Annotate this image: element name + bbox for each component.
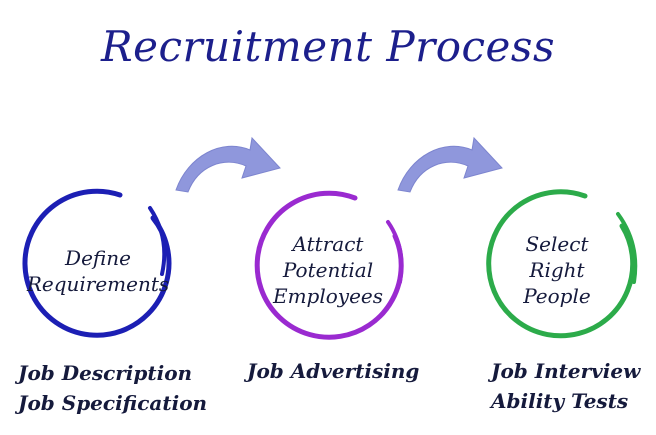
curved-arrow-1-icon: [175, 136, 281, 193]
diagram-title: Recruitment Process: [100, 22, 555, 71]
step-3-label-line-1: Select: [525, 232, 589, 256]
step-2-detail-1: Job Advertising: [247, 359, 420, 383]
step-1-label-line-2: Requirements: [26, 272, 170, 296]
step-2-label-line-2: Potential: [282, 258, 374, 282]
step-3-ring: [486, 189, 638, 339]
step-3-label-line-3: People: [523, 284, 591, 308]
step-2-label-line-3: Employees: [272, 284, 384, 308]
step-3-detail-1: Job Interview: [491, 359, 641, 383]
step-2-label: Attract Potential Employees: [243, 231, 413, 309]
step-1-label-line-1: Define: [65, 246, 131, 270]
step-1-detail-2: Job Specification: [18, 391, 208, 415]
step-2-label-line-1: Attract: [292, 232, 364, 256]
step-1-ring: [22, 188, 172, 338]
step-3-label: Select Right People: [472, 231, 642, 309]
step-2-ring: [254, 190, 404, 340]
step-3-detail-2: Ability Tests: [491, 389, 629, 413]
curved-arrow-2-icon: [397, 136, 503, 193]
step-1-detail-1: Job Description: [18, 361, 193, 385]
step-2-details: Job Advertising: [247, 356, 419, 386]
step-1-label: Define Requirements: [13, 245, 183, 297]
step-3-label-line-2: Right: [529, 258, 585, 282]
step-3-details: Job Interview Ability Tests: [491, 356, 640, 416]
step-1-details: Job Description Job Specification: [18, 358, 207, 418]
